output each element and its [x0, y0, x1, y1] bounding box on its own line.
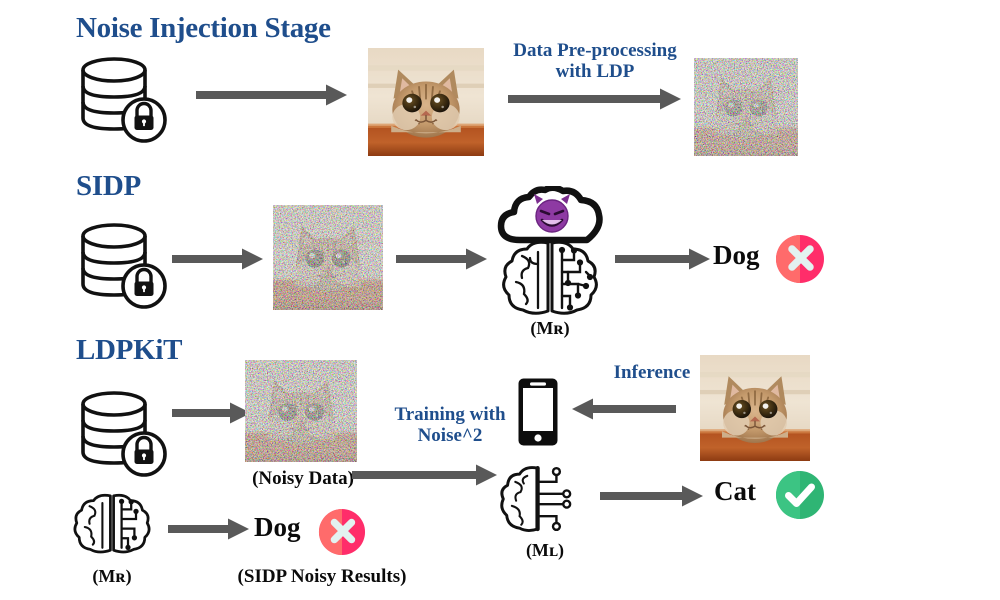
ldpkit-local-prediction-text: Cat [714, 476, 756, 506]
row-title-sidp: SIDP [76, 170, 141, 202]
data-preprocessing-caption: Data Pre-processing with LDP [513, 40, 677, 83]
database-lock-icon [72, 386, 176, 482]
check-mark-icon [775, 470, 825, 520]
training-caption: Training with Noise^2 [394, 404, 506, 447]
arrow-left-icon [572, 398, 676, 420]
arrow-right-icon [396, 248, 488, 270]
noisy-cat-image-ldpkit [245, 360, 357, 462]
clean-cat-image-inference [700, 355, 810, 461]
ai-brain-icon [72, 490, 152, 556]
sidp-noisy-results-label: (SIDP Noisy Results) [237, 566, 407, 587]
noisy-cat-image-heavy [694, 58, 798, 156]
noisy-cat-image-sidp [273, 205, 383, 310]
arrow-right-icon [615, 248, 711, 270]
cross-mark-icon [318, 508, 366, 556]
arrow-right-icon [172, 248, 264, 270]
local-model-label: (Mʟ) [525, 540, 565, 560]
ai-brain-icon [500, 238, 600, 316]
smartphone-icon [517, 377, 559, 447]
arrow-right-icon [352, 464, 498, 486]
noisy-data-label: (Noisy Data) [252, 468, 354, 489]
arrow-right-icon [172, 402, 252, 424]
remote-model-label-sidp: (Mʀ) [530, 318, 570, 338]
remote-model-label-ldpkit: (Mʀ) [92, 566, 132, 586]
row-title-noise-injection: Noise Injection Stage [76, 12, 331, 44]
database-lock-icon [72, 218, 176, 314]
arrow-right-icon [196, 84, 348, 106]
arrow-right-icon [600, 485, 704, 507]
local-ai-brain-icon [498, 463, 584, 535]
inference-caption: Inference [613, 362, 691, 383]
clean-cat-image [368, 48, 484, 156]
cross-mark-icon [775, 234, 825, 284]
row-title-ldpkit: LDPKiT [76, 334, 183, 366]
database-lock-icon [72, 52, 176, 148]
sidp-prediction-text: Dog [713, 240, 760, 270]
arrow-right-icon [508, 88, 682, 110]
arrow-right-icon [168, 518, 250, 540]
devil-emoji-icon [530, 192, 574, 236]
ldpkit-remote-prediction-text: Dog [254, 512, 301, 542]
